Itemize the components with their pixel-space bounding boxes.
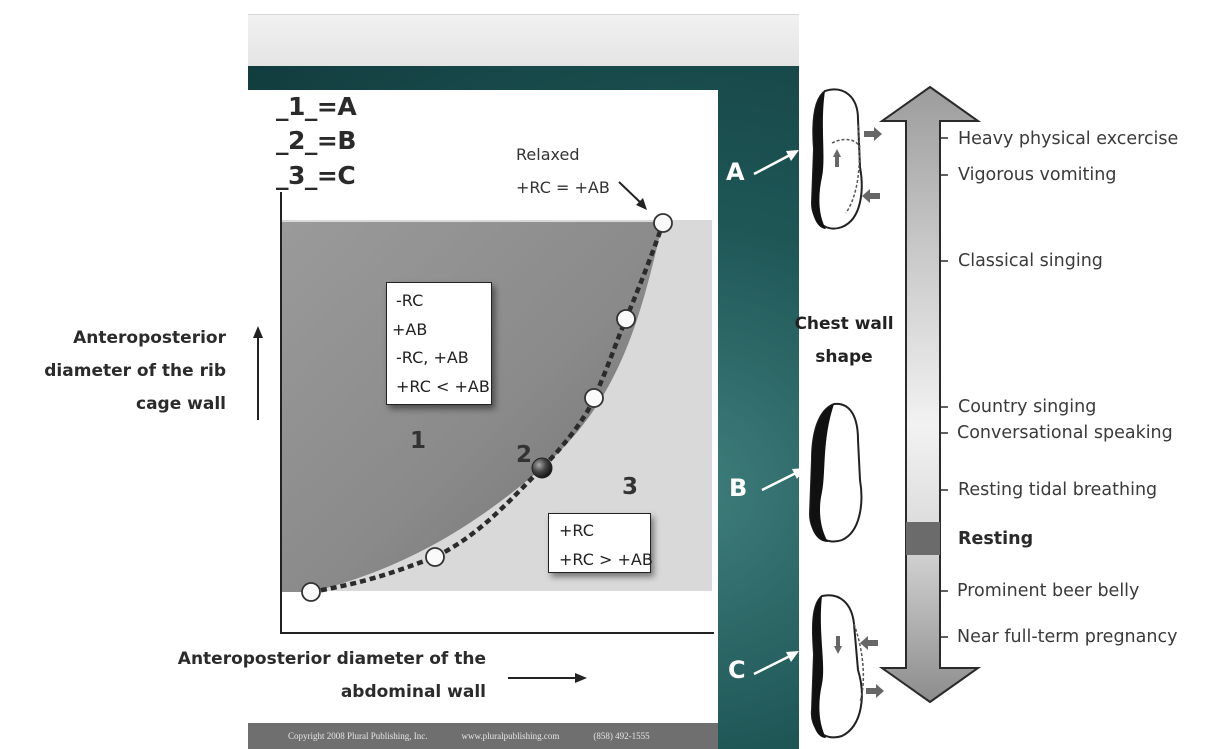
- chest-wall-shape-title: Chest wall shape: [790, 308, 898, 374]
- zone-1-area: [281, 222, 663, 592]
- y-axis-label: Anteroposterior diameter of the rib cage…: [44, 322, 226, 421]
- zone-3-box: +RC +RC > +AB: [548, 513, 653, 573]
- relaxed-equation: +RC = +AB: [516, 178, 610, 197]
- relaxed-arrow: [618, 181, 643, 205]
- activity-label: Country singing: [958, 397, 1097, 417]
- curve-point: [584, 388, 604, 408]
- resting-band: [906, 522, 940, 555]
- zone-1-box-line: -RC: [396, 291, 424, 310]
- copyright-footer: Copyright 2008 Plural Publishing, Inc. w…: [248, 723, 718, 749]
- chest-shape-a-illustration: [810, 88, 882, 230]
- legend-item: _2_=B: [276, 126, 356, 155]
- activity-label: Conversational speaking: [957, 423, 1173, 443]
- footer-website: www.pluralpublishing.com: [461, 731, 560, 741]
- activity-scale-arrow: [878, 85, 982, 704]
- y-axis-label-line: diameter of the rib: [44, 361, 226, 381]
- activity-label: Classical singing: [958, 251, 1103, 271]
- activity-label: Near full-term pregnancy: [957, 627, 1178, 647]
- chest-shape-b-illustration: [808, 402, 863, 543]
- shape-letter-a: A: [726, 158, 745, 186]
- curve-point: [653, 213, 673, 233]
- chest-shape-c-illustration: [810, 594, 884, 739]
- footer-copyright: Copyright 2008 Plural Publishing, Inc.: [288, 731, 428, 741]
- activity-label: Prominent beer belly: [957, 581, 1140, 601]
- pointer-arrow-b: [761, 468, 805, 492]
- zone-1-box: -RC +AB -RC, +AB +RC < +AB: [386, 282, 492, 405]
- zone-1-box-line: +RC < +AB: [396, 376, 490, 396]
- pointer-arrow-a: [753, 150, 799, 176]
- zone-1-box-line: +AB: [392, 319, 428, 339]
- x-axis-label-line: Anteroposterior diameter of the: [177, 649, 486, 669]
- footer-phone: (858) 492-1555: [593, 731, 650, 741]
- curve-point: [425, 547, 445, 567]
- zone-1-label: 1: [410, 428, 427, 454]
- x-axis-label: Anteroposterior diameter of the abdomina…: [178, 643, 486, 709]
- relaxation-curve: [310, 222, 666, 595]
- zone-3-label: 3: [622, 474, 639, 500]
- chest-wall-title-line: shape: [815, 347, 873, 367]
- zone-2-label: 2: [516, 442, 533, 468]
- relaxed-label: Relaxed: [516, 145, 580, 164]
- activity-label: Heavy physical excercise: [958, 129, 1179, 149]
- pointer-arrow-c: [753, 651, 799, 676]
- activity-label-resting: Resting: [958, 529, 1034, 549]
- curve-point: [301, 582, 321, 602]
- activity-label: Resting tidal breathing: [958, 480, 1158, 500]
- x-axis-label-line: abdominal wall: [340, 682, 486, 702]
- activity-label: Vigorous vomiting: [958, 165, 1117, 185]
- zone-3-box-line: +RC > +AB: [559, 549, 653, 569]
- legend-item: _3_=C: [276, 161, 356, 190]
- resting-point: [531, 457, 553, 479]
- zone-1-box-line: -RC, +AB: [396, 348, 469, 367]
- shape-letter-b: B: [729, 474, 748, 502]
- slide-header-bar: [248, 14, 799, 67]
- curve-point: [616, 309, 636, 329]
- y-axis-label-line: cage wall: [136, 394, 226, 414]
- legend-item: _1_=A: [276, 92, 357, 121]
- chest-wall-title-line: Chest wall: [794, 314, 894, 334]
- y-axis-label-line: Anteroposterior: [73, 328, 226, 348]
- zone-3-box-line: +RC: [559, 521, 594, 540]
- shape-letter-c: C: [728, 656, 746, 684]
